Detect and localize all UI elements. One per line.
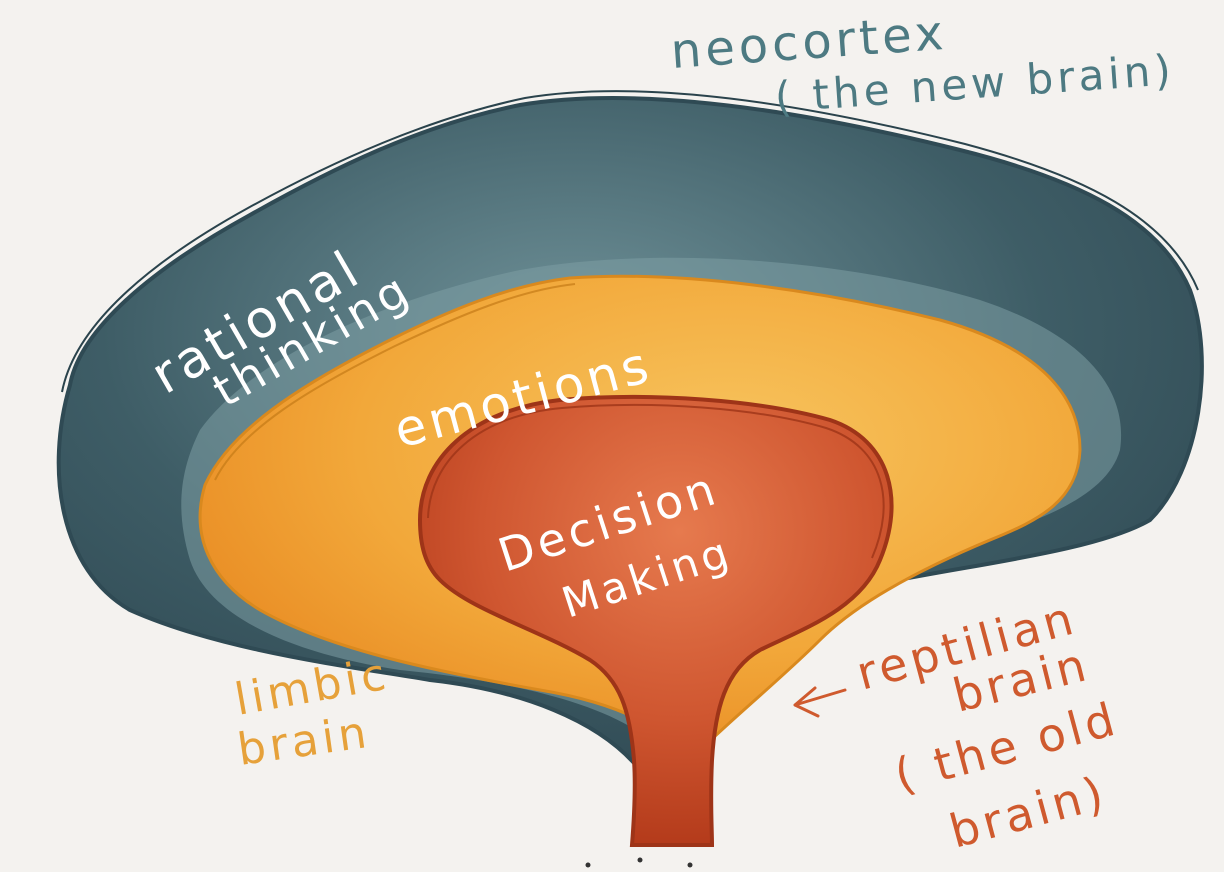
- left-arrow-icon: [795, 688, 845, 716]
- label-reptilian-brain: reptilian brain ( the old brain): [795, 590, 1124, 858]
- label-limbic-brain: limbic brain: [231, 649, 393, 776]
- stem-dots: [586, 858, 693, 868]
- label-neocortex: neocortex ( the new brain): [669, 5, 1176, 122]
